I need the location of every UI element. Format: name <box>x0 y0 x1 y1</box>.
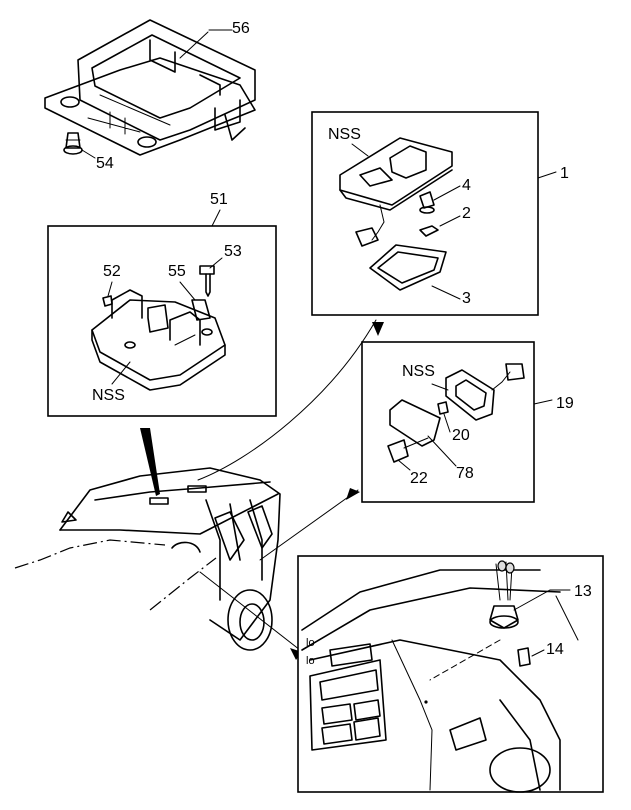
label-56: 56 <box>232 20 250 37</box>
centerline-a <box>14 539 166 569</box>
dashboard <box>301 569 561 793</box>
leader-19-wedge <box>346 488 360 500</box>
bracket-56 <box>44 19 256 156</box>
lamp-1 <box>339 137 453 247</box>
label-4: 4 <box>462 177 471 194</box>
lamp-19 <box>387 363 525 463</box>
switch-13 <box>489 560 531 667</box>
label-14: 14 <box>546 641 564 658</box>
box-13 <box>297 555 604 793</box>
box-19 <box>361 341 535 503</box>
label-nss-left: NSS <box>92 387 125 404</box>
label-3: 3 <box>462 290 471 307</box>
label-2: 2 <box>462 205 471 222</box>
label-13: 13 <box>574 583 592 600</box>
label-54: 54 <box>96 155 114 172</box>
clip-54 <box>63 132 96 159</box>
leader-13 <box>199 571 301 651</box>
label-nss-top: NSS <box>328 126 361 143</box>
leader-51 <box>140 428 160 496</box>
label-55: 55 <box>168 263 186 280</box>
lamp-51 <box>91 289 226 391</box>
label-20: 20 <box>452 427 470 444</box>
dash-text-b: lo <box>306 655 315 667</box>
label-nss-right: NSS <box>402 363 435 380</box>
leader-1 <box>197 319 377 481</box>
box-51 <box>47 225 277 417</box>
leader-19 <box>259 489 359 561</box>
label-22: 22 <box>410 470 428 487</box>
label-52: 52 <box>103 263 121 280</box>
dash-text-a: lo <box>306 637 315 649</box>
label-53: 53 <box>224 243 242 260</box>
label-78: 78 <box>456 465 474 482</box>
label-19: 19 <box>556 395 574 412</box>
label-1: 1 <box>560 165 569 182</box>
centerline-b <box>149 557 217 611</box>
label-51: 51 <box>210 191 228 208</box>
dash-leader <box>429 639 501 681</box>
vehicle <box>59 467 281 651</box>
leader-1-wedge <box>372 322 384 336</box>
lens-3 <box>369 244 447 291</box>
